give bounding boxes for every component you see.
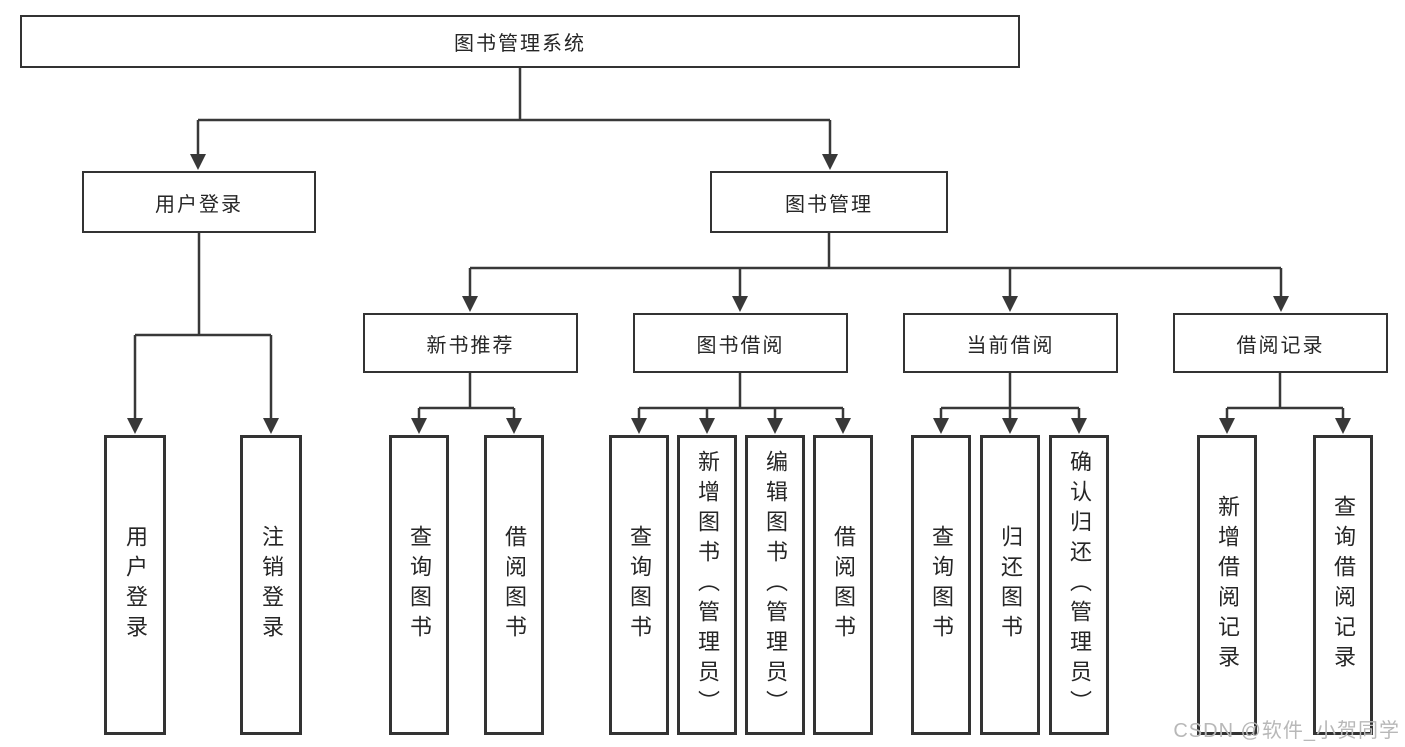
leaf-return-book: 归还图书 xyxy=(980,435,1040,735)
arrowhead xyxy=(1273,296,1289,312)
leaf-confirm-return-admin: 确认归还（管理员） xyxy=(1049,435,1109,735)
leaf-query-books-recommendation: 查询图书 xyxy=(389,435,449,735)
node-new-book-recommendation: 新书推荐 xyxy=(363,313,578,373)
node-label: 用户登录 xyxy=(155,193,243,216)
node-label: 图书管理 xyxy=(785,193,873,216)
node-label: 注销登录 xyxy=(259,525,284,645)
arrowhead xyxy=(1335,418,1351,434)
node-label: 借阅图书 xyxy=(831,525,856,645)
node-label: 图书管理系统 xyxy=(454,33,586,55)
edge-borrowing-records-to-leaves xyxy=(1225,373,1345,419)
arrowhead xyxy=(263,418,279,434)
edge-user-login-to-leaves xyxy=(133,233,273,419)
leaf-query-books-borrowing: 查询图书 xyxy=(609,435,669,735)
edge-new-book-recommendation-to-leaves xyxy=(417,373,516,419)
node-label: 图书借阅 xyxy=(696,334,785,357)
node-label: 查询借阅记录 xyxy=(1331,495,1356,675)
node-current-borrowing: 当前借阅 xyxy=(903,313,1118,373)
node-label: 新增图书（管理员） xyxy=(695,450,720,720)
arrowhead xyxy=(699,418,715,434)
leaf-user-login: 用户登录 xyxy=(104,435,166,735)
leaf-edit-book-admin: 编辑图书（管理员） xyxy=(745,435,805,735)
arrowhead xyxy=(127,418,143,434)
connector-edges xyxy=(133,68,1345,419)
arrowhead xyxy=(767,418,783,434)
arrowhead xyxy=(506,418,522,434)
node-book-management: 图书管理 xyxy=(710,171,948,233)
arrowhead xyxy=(822,154,838,170)
node-label: 新书推荐 xyxy=(426,334,515,357)
node-label: 归还图书 xyxy=(998,525,1023,645)
edge-book-borrowing-to-leaves xyxy=(637,373,845,419)
arrowhead xyxy=(1002,296,1018,312)
node-label: 确认归还（管理员） xyxy=(1067,450,1092,720)
node-label: 查询图书 xyxy=(407,525,432,645)
arrowhead xyxy=(1071,418,1087,434)
leaf-add-borrow-record: 新增借阅记录 xyxy=(1197,435,1257,735)
arrowhead xyxy=(411,418,427,434)
node-label: 查询图书 xyxy=(627,525,652,645)
arrowhead xyxy=(462,296,478,312)
node-borrowing-records: 借阅记录 xyxy=(1173,313,1388,373)
node-user-login: 用户登录 xyxy=(82,171,316,233)
arrowhead xyxy=(190,154,206,170)
arrowhead xyxy=(933,418,949,434)
leaf-query-books-current: 查询图书 xyxy=(911,435,971,735)
node-book-borrowing: 图书借阅 xyxy=(633,313,848,373)
node-label: 借阅记录 xyxy=(1236,334,1325,357)
arrowhead xyxy=(835,418,851,434)
node-label: 新增借阅记录 xyxy=(1215,495,1240,675)
arrowhead xyxy=(631,418,647,434)
arrowhead xyxy=(1219,418,1235,434)
edge-current-borrowing-to-leaves xyxy=(939,373,1081,419)
leaf-query-borrow-record: 查询借阅记录 xyxy=(1313,435,1373,735)
leaf-add-book-admin: 新增图书（管理员） xyxy=(677,435,737,735)
node-label: 查询图书 xyxy=(929,525,954,645)
leaf-logout: 注销登录 xyxy=(240,435,302,735)
leaf-borrow-books-borrowing: 借阅图书 xyxy=(813,435,873,735)
node-label: 借阅图书 xyxy=(502,525,527,645)
arrowheads xyxy=(127,154,1351,434)
node-label: 当前借阅 xyxy=(966,334,1055,357)
arrowhead xyxy=(1002,418,1018,434)
edge-book-management-to-level3 xyxy=(468,233,1283,297)
leaf-borrow-books-recommendation: 借阅图书 xyxy=(484,435,544,735)
node-label: 编辑图书（管理员） xyxy=(763,450,788,720)
edge-root-to-level2 xyxy=(196,68,832,155)
node-library-management-system: 图书管理系统 xyxy=(20,15,1020,68)
arrowhead xyxy=(732,296,748,312)
node-label: 用户登录 xyxy=(123,525,148,645)
csdn-watermark: CSDN @软件_小贺同学 xyxy=(1173,720,1400,742)
